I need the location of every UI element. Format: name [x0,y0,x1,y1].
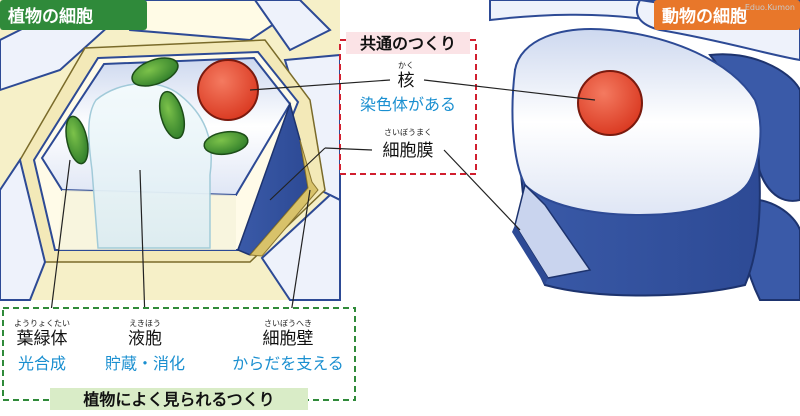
plant-nucleus-shape [197,59,259,121]
animal-title-tag: 動物の細胞 [654,0,800,30]
animal-title: 動物の細胞 [662,6,747,27]
plant-structures-box: 植物によく見られるつくり ようりょくたい 葉緑体 光合成 えきほう 液胞 貯蔵・… [2,307,356,410]
vacuole-label-group: えきほう 液胞 貯蔵・消化 [105,319,185,373]
chloroplast-shape [131,57,179,87]
vacuole-shape [87,82,212,249]
chloroplast-shape [158,90,186,140]
plant-structures-title: 植物によく見られるつくり [82,390,274,409]
animal-nucleus-shape [577,70,643,136]
membrane-ruby: さいぼうまく [384,128,432,137]
plant-title: 植物の細胞 [8,6,93,27]
plant-cell-illustration [0,0,341,301]
cell-wall-label: 細胞壁 [263,329,314,349]
cell-wall-description: からだを支える [232,354,344,373]
membrane-label: 細胞膜 [383,141,434,161]
vacuole-ruby: えきほう [129,319,161,328]
vacuole-description: 貯蔵・消化 [105,354,185,373]
plant-title-tag: 植物の細胞 [0,0,147,30]
chloroplast-label-group: ようりょくたい 葉緑体 光合成 [14,319,70,373]
watermark: Eduo.Kumon [745,3,795,12]
nucleus-label: 核 [398,71,415,91]
common-title: 共通のつくり [360,34,456,53]
chloroplast-shape [65,115,89,165]
chloroplast-shape [203,130,249,156]
animal-cell-illustration [489,0,800,301]
common-structures-box: 共通のつくり かく 核 染色体がある さいぼうまく 細胞膜 [339,32,477,175]
cell-wall-label-group: さいぼうへき 細胞壁 からだを支える [232,319,344,373]
nucleus-ruby: かく [398,61,414,70]
animal-membrane-cut-shape [514,183,592,279]
nucleus-description: 染色体がある [360,95,456,114]
chloroplast-label: 葉緑体 [17,329,68,349]
leader-lines [49,79,596,321]
cell-wall-ruby: さいぼうへき [264,319,312,328]
chloroplast-description: 光合成 [18,354,66,373]
vacuole-label: 液胞 [128,329,162,349]
chloroplast-ruby: ようりょくたい [14,319,70,328]
